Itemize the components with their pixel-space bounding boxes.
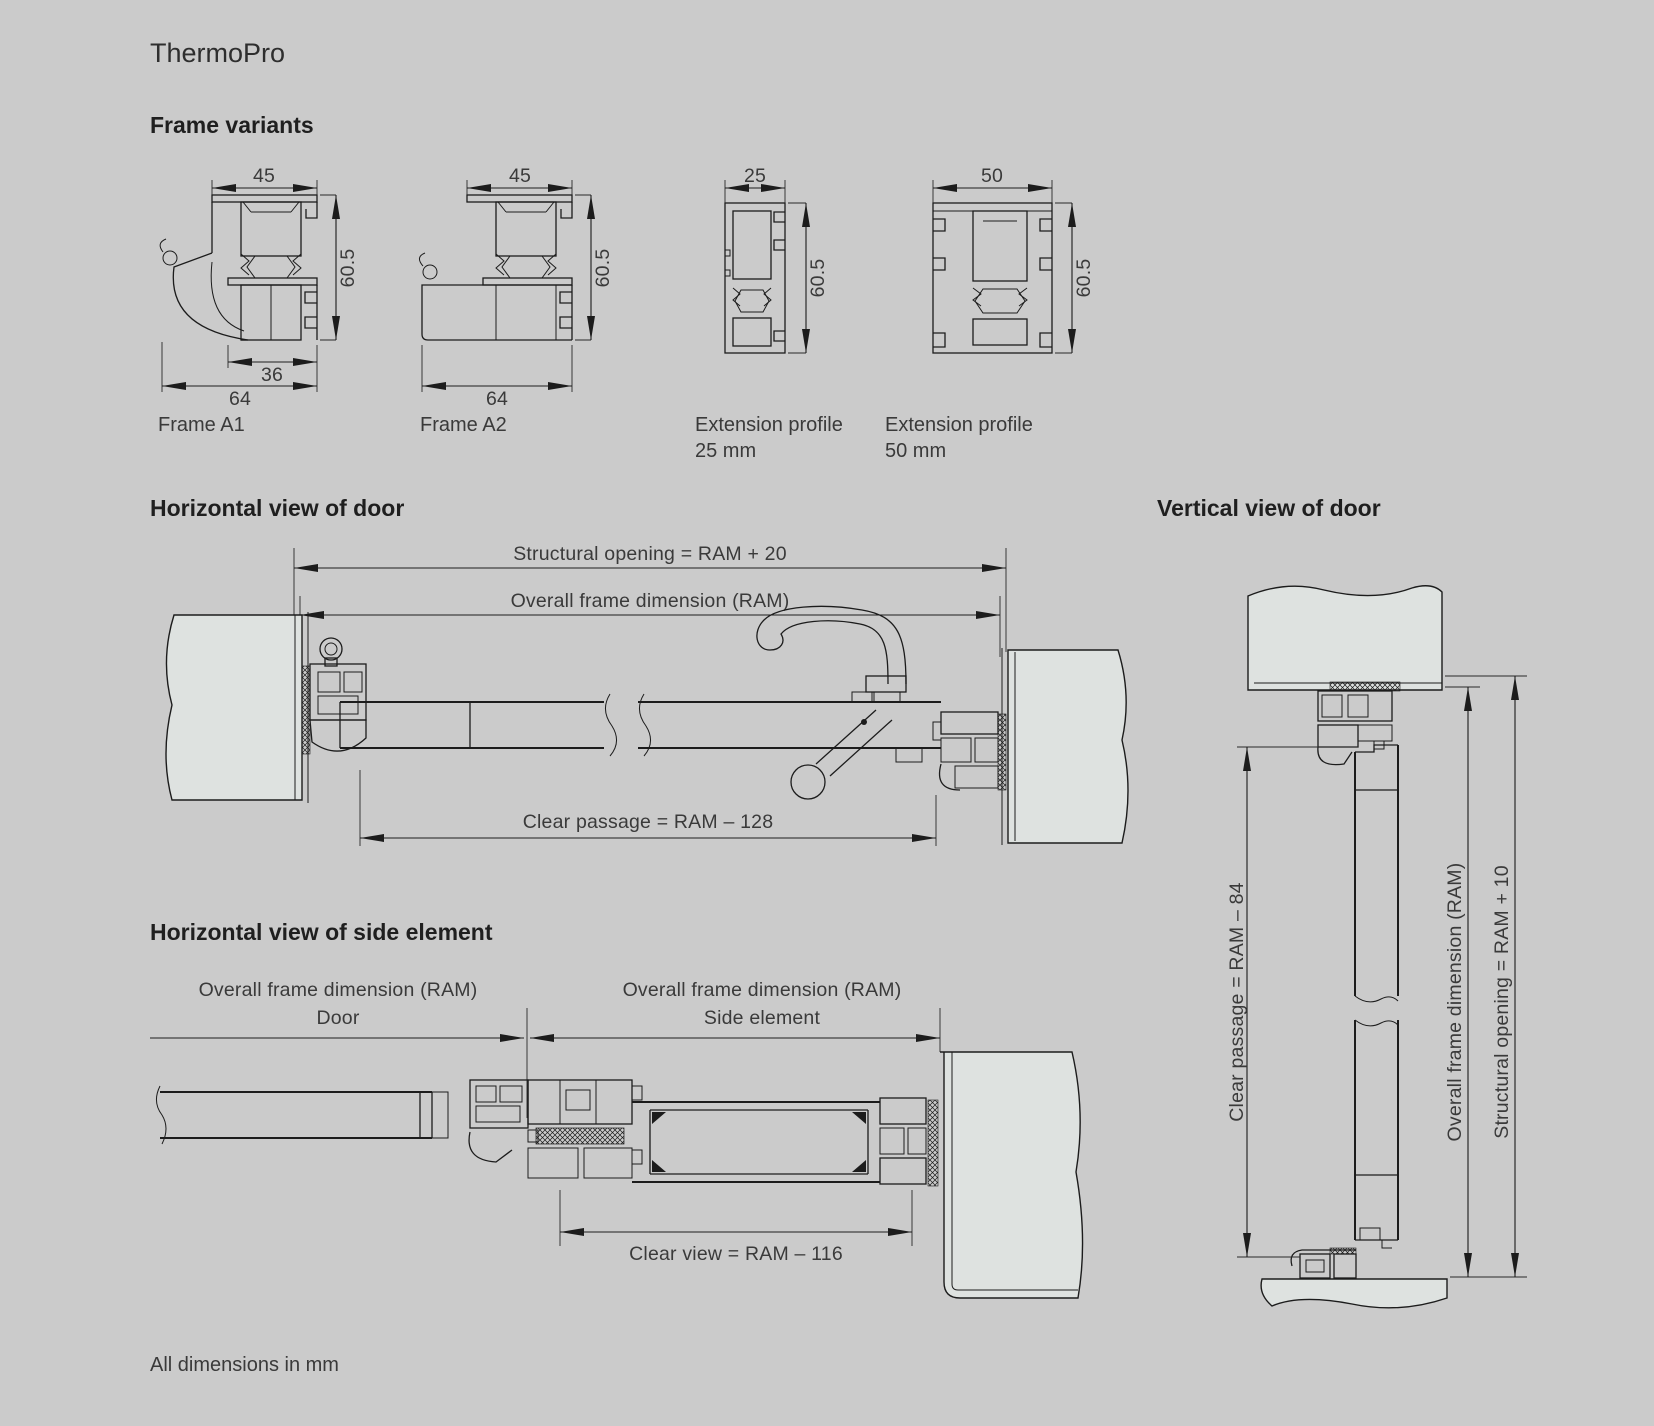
door-leaf-horizontal: [339, 691, 941, 763]
vertical-door-view: Vertical view of door: [1157, 495, 1527, 1309]
profile-e25-label-2: 25 mm: [695, 440, 756, 462]
dim-a1-height: 60.5: [337, 249, 359, 288]
dim-e25-height: 60.5: [807, 259, 829, 298]
side-element-heading: Horizontal view of side element: [150, 919, 493, 945]
dim-side-ram-line2: Side element: [704, 1007, 821, 1029]
wall-lintel: [1247, 585, 1443, 692]
dim-e50-top: 50: [981, 165, 1003, 187]
dim-a2-top: 45: [509, 165, 531, 187]
dim-door-ram-line1: Overall frame dimension (RAM): [199, 979, 478, 1001]
dim-overall-frame-h: Overall frame dimension (RAM): [511, 590, 790, 612]
frame-variants-section: 45 60.5 36 64 Frame A1: [158, 165, 1095, 462]
side-element-glazing: [632, 1097, 939, 1187]
dim-overall-frame-v: Overall frame dimension (RAM): [1444, 863, 1466, 1142]
wall-right: [1001, 648, 1129, 845]
page-title: ThermoPro: [150, 38, 285, 68]
profile-a2-label: Frame A2: [420, 414, 507, 436]
profile-frame-a1: 45 60.5 36 64 Frame A1: [158, 165, 359, 436]
dim-a2-height: 60.5: [592, 249, 614, 288]
profile-e50-label-1: Extension profile: [885, 414, 1033, 436]
dim-e50-height: 60.5: [1073, 259, 1095, 298]
lock-frame-section: [932, 711, 1007, 791]
dim-a1-inner: 36: [261, 364, 283, 386]
door-handle: [756, 605, 907, 800]
dim-e25-top: 25: [744, 165, 766, 187]
door-leaf-side: [156, 1085, 449, 1145]
footer-note: All dimensions in mm: [150, 1354, 339, 1376]
profile-extension-50: 50 60.5 Extension profile 50 mm: [885, 165, 1095, 462]
profile-frame-a2: 45 60.5 64 Frame A2: [419, 165, 614, 436]
dim-clear-passage-h: Clear passage = RAM – 128: [523, 811, 774, 833]
threshold-floor: [1260, 1247, 1448, 1309]
hinge-frame-section: [301, 637, 367, 755]
profile-e25-label-1: Extension profile: [695, 414, 843, 436]
dim-structural-opening-v: Structural opening = RAM + 10: [1491, 865, 1513, 1139]
profile-a1-label: Frame A1: [158, 414, 245, 436]
profile-e50-label-2: 50 mm: [885, 440, 946, 462]
dim-clear-passage-v: Clear passage = RAM – 84: [1226, 882, 1248, 1121]
dim-a1-bottom: 64: [229, 388, 251, 410]
door-leaf-vertical: [1354, 744, 1399, 1249]
profile-extension-25: 25 60.5 Extension profile 25 mm: [695, 165, 843, 462]
dim-side-ram-line1: Overall frame dimension (RAM): [623, 979, 902, 1001]
dim-structural-opening-h: Structural opening = RAM + 20: [513, 543, 787, 565]
frame-variants-heading: Frame variants: [150, 112, 314, 138]
horizontal-door-heading: Horizontal view of door: [150, 495, 404, 521]
wall-left: [165, 612, 309, 803]
dim-a1-top: 45: [253, 165, 275, 187]
vertical-door-heading: Vertical view of door: [1157, 495, 1381, 521]
wall-right-side-element: [940, 1051, 1084, 1299]
dim-clear-view: Clear view = RAM – 116: [629, 1243, 843, 1265]
coupling-section: [468, 1079, 643, 1179]
horizontal-door-view: Horizontal view of door Structural openi…: [150, 495, 1129, 846]
dim-door-ram-line2: Door: [316, 1007, 359, 1029]
dim-a2-bottom: 64: [486, 388, 508, 410]
side-element-view: Horizontal view of side element Overall …: [150, 919, 1084, 1299]
